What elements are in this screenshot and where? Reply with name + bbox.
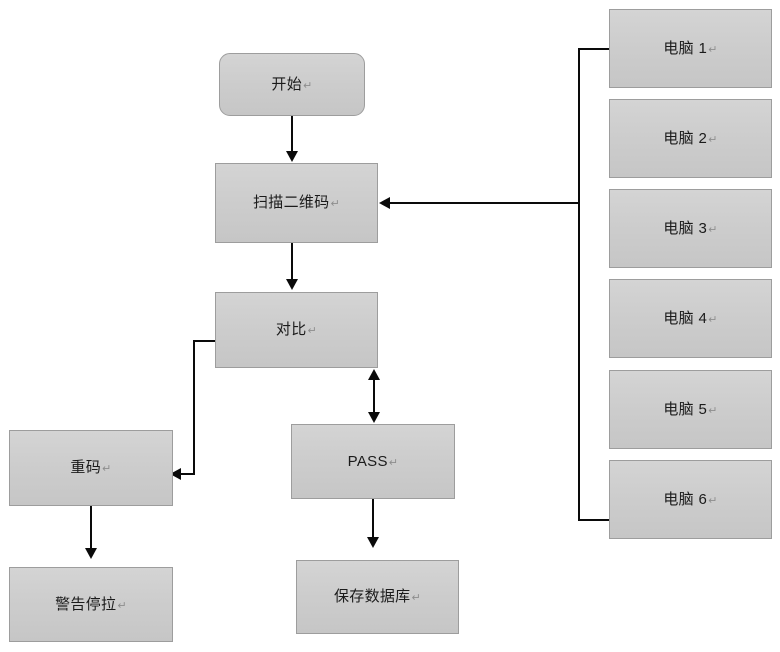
node-start[interactable]: 开始↵ — [219, 53, 365, 116]
pilcrow-mark: ↵ — [303, 79, 313, 92]
node-scan-qrcode[interactable]: 扫描二维码↵ — [215, 163, 378, 243]
node-start-label: 开始↵ — [271, 75, 313, 93]
node-duplicate-code-label: 重码↵ — [70, 459, 112, 476]
node-computer-3-label: 电脑 3↵ — [663, 219, 718, 237]
arrowhead-left-icon — [379, 197, 390, 209]
pilcrow-mark: ↵ — [708, 313, 718, 326]
node-warning-stop[interactable]: 警告停拉↵ — [9, 567, 173, 642]
node-computer-3[interactable]: 电脑 3↵ — [609, 189, 772, 268]
arrowhead-down-icon — [286, 279, 298, 290]
pilcrow-mark: ↵ — [708, 404, 718, 417]
pilcrow-mark: ↵ — [117, 599, 127, 612]
node-computer-4[interactable]: 电脑 4↵ — [609, 279, 772, 358]
node-warning-stop-label: 警告停拉↵ — [55, 595, 127, 613]
pilcrow-mark: ↵ — [388, 456, 399, 469]
pilcrow-mark: ↵ — [708, 133, 718, 146]
pilcrow-mark: ↵ — [411, 592, 422, 604]
node-computer-6-label: 电脑 6↵ — [663, 490, 718, 508]
edge-segment — [90, 506, 92, 550]
arrowhead-down-icon — [286, 151, 298, 162]
bus-stub-pc1 — [578, 48, 611, 50]
edge-segment — [372, 499, 374, 539]
pilcrow-mark: ↵ — [102, 463, 112, 475]
edge-segment — [193, 340, 195, 474]
bus-branch-to-scan — [390, 202, 580, 204]
node-computer-5[interactable]: 电脑 5↵ — [609, 370, 772, 449]
node-computer-1[interactable]: 电脑 1↵ — [609, 9, 772, 88]
node-duplicate-code[interactable]: 重码↵ — [9, 430, 173, 506]
edge-segment — [291, 243, 293, 281]
node-pass-label: PASS↵ — [347, 452, 399, 470]
arrowhead-left-icon — [170, 468, 181, 480]
bus-trunk — [578, 48, 580, 521]
node-save-database[interactable]: 保存数据库↵ — [296, 560, 459, 634]
pilcrow-mark: ↵ — [330, 198, 341, 210]
pilcrow-mark: ↵ — [708, 43, 718, 56]
edge-segment — [291, 116, 293, 153]
pilcrow-mark: ↵ — [708, 223, 718, 236]
node-compare-label: 对比↵ — [275, 321, 318, 338]
arrowhead-down-icon — [368, 412, 380, 423]
node-computer-5-label: 电脑 5↵ — [663, 400, 718, 418]
node-computer-2-label: 电脑 2↵ — [663, 129, 718, 147]
node-save-database-label: 保存数据库↵ — [333, 588, 422, 605]
node-computer-2[interactable]: 电脑 2↵ — [609, 99, 772, 178]
pilcrow-mark: ↵ — [307, 325, 318, 337]
node-computer-6[interactable]: 电脑 6↵ — [609, 460, 772, 539]
edge-segment — [373, 378, 375, 414]
bus-stub-pc6 — [578, 519, 611, 521]
arrowhead-down-icon — [367, 537, 379, 548]
node-computer-1-label: 电脑 1↵ — [663, 39, 718, 57]
node-computer-4-label: 电脑 4↵ — [663, 309, 718, 327]
pilcrow-mark: ↵ — [708, 494, 718, 507]
arrowhead-up-icon — [368, 369, 380, 380]
node-pass[interactable]: PASS↵ — [291, 424, 455, 499]
edge-segment — [180, 473, 195, 475]
node-scan-qrcode-label: 扫描二维码↵ — [252, 194, 341, 211]
node-compare[interactable]: 对比↵ — [215, 292, 378, 368]
edge-segment — [193, 340, 217, 342]
arrowhead-down-icon — [85, 548, 97, 559]
